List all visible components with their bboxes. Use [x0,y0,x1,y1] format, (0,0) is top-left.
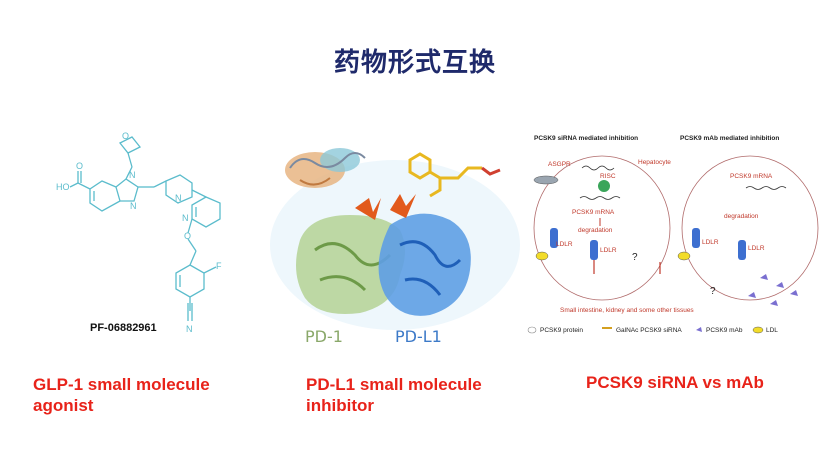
legend-item: PCSK9 mAb [706,327,743,334]
small-protein-icon [285,148,366,188]
atom-label: O [184,231,191,241]
legend-item: PCSK9 protein [540,327,583,334]
legend-item: LDL [766,327,778,334]
glp1-molecule-structure: HO O O N N N N O F N PF-06882961 [56,131,222,334]
atom-label: N [175,193,182,203]
inhibitor-molecule-icon [408,152,501,198]
pdl1-label: PD-L1 [395,327,442,346]
hepatocyte-label: Hepatocyte [638,159,671,166]
pcsk9-mrna-label: PCSK9 mRNA [572,209,615,216]
siRNA-panel-title: PCSK9 siRNA mediated inhibition [534,135,638,142]
atom-label: N [186,324,193,334]
slide-title: 药物形式互换 [333,48,496,78]
atom-label: N [182,213,189,223]
interaction-arrow-icon [390,194,416,218]
caption-glp1: GLP-1 small molecule agonist [33,375,210,415]
risc-label: RISC [600,173,616,180]
ldlr-label: LDLR [556,241,573,248]
pdl1-protein-image: PD-1 PD-L1 [270,148,520,346]
asgpr-label: ASGPR [548,161,571,168]
atom-label: O [76,161,83,171]
atom-label: N [129,170,136,180]
pd1-protein-shape [296,215,405,314]
question-mark: ? [632,252,638,263]
pdl1-protein-shape [378,213,471,316]
atom-label: F [216,261,222,271]
ldlr-label: LDLR [600,247,617,254]
pcsk9-mrna-label: PCSK9 mRNA [730,173,773,180]
tissues-label: Small intestine, kidney and some other t… [560,307,694,314]
atom-label: N [130,201,137,211]
degradation-label: degradation [578,227,613,234]
ldlr-label: LDLR [748,245,765,252]
interaction-arrow-icon [355,198,381,220]
pd1-label: PD-1 [305,327,343,346]
atom-label: O [122,131,129,141]
atom-label: HO [56,182,70,192]
legend-item: GalNAc PCSK9 siRNA [616,327,682,334]
pcsk9-diagram: PCSK9 siRNA mediated inhibition PCSK9 mA… [527,135,819,334]
caption-pcsk9: PCSK9 siRNA vs mAb [586,373,764,392]
degradation-label: degradation [724,213,759,220]
caption-pdl1: PD-L1 small molecule inhibitor [306,375,482,415]
mab-panel-title: PCSK9 mAb mediated inhibition [680,135,779,142]
question-mark: ? [710,286,716,297]
compound-label: PF-06882961 [90,322,157,334]
ldlr-label: LDLR [702,239,719,246]
